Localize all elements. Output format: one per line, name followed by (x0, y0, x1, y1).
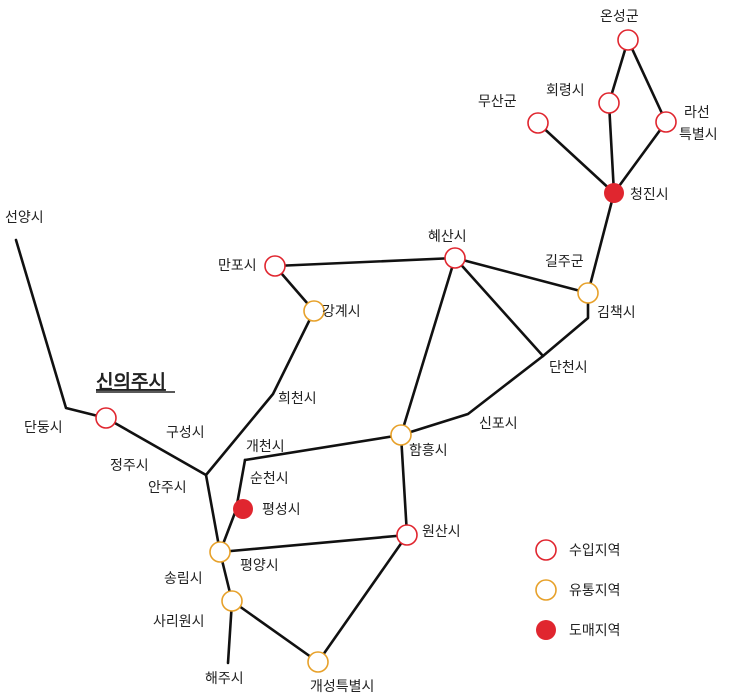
label-kaesong: 개성특별시 (310, 679, 374, 695)
road-onsong-rason (626, 38, 668, 124)
label-sinuiju: 신의주시 (96, 371, 166, 393)
road-pyongyang-wonsan (218, 533, 409, 554)
road-manpo-hyesan (273, 256, 457, 268)
road-wonsan-kaesong (316, 533, 409, 664)
road-chongjin-hoeryong (607, 101, 616, 195)
road-hyesan-dancheon (453, 256, 545, 358)
road-hoeryong-onsong (607, 38, 630, 105)
label-hamhung: 함흥시 (409, 443, 448, 459)
road-hyesan-hamhung (399, 256, 457, 437)
legend-distribution-label: 유통지역 (569, 583, 621, 599)
label-rason-line2: 특별시 (679, 127, 718, 143)
node-wonsan[interactable] (396, 524, 418, 546)
legend-import-swatch (535, 539, 557, 561)
label-chongjin: 청진시 (630, 187, 669, 203)
node-chongjin[interactable] (604, 183, 624, 203)
road-dancheon-hamhung (399, 354, 545, 437)
label-hyesan: 혜산시 (428, 229, 467, 245)
label-pyongseong: 평성시 (262, 502, 301, 518)
label-suncheon: 순천시 (250, 471, 289, 487)
label-musan: 무산군 (478, 94, 517, 110)
label-huicheon: 희천시 (278, 391, 317, 407)
node-sinuiju[interactable] (95, 407, 117, 429)
node-pyongyang[interactable] (209, 541, 231, 563)
label-songrim: 송림시 (164, 571, 203, 587)
road-gimchaek-chongjin (586, 191, 616, 295)
road-chongjin-musan (536, 121, 616, 195)
label-pyongyang: 평양시 (240, 558, 279, 574)
label-dancheon: 단천시 (549, 360, 588, 376)
road-sinuiju-anju (104, 416, 208, 477)
node-rason[interactable] (655, 111, 677, 133)
node-hoeryong[interactable] (598, 92, 620, 114)
label-jeongju: 정주시 (110, 458, 149, 474)
node-hamhung[interactable] (390, 424, 412, 446)
label-rason-line1: 라선 (684, 105, 710, 121)
label-hoeryong: 회령시 (546, 83, 585, 99)
label-haeju: 해주시 (205, 671, 244, 687)
label-wonsan: 원산시 (422, 524, 461, 540)
label-sariwon: 사리원시 (153, 614, 205, 630)
road-shenyang-dandong (14, 238, 108, 420)
node-kaesong[interactable] (307, 651, 329, 673)
label-sinpo: 신포시 (479, 416, 518, 432)
legend-wholesale-swatch (536, 620, 556, 640)
road-hamhung-gaecheon (243, 433, 403, 462)
city-labels: 선양시 신의주시 단둥시 정주시 안주시 구성시 희천시 강계시 만포시 혜산시… (5, 9, 718, 695)
node-pyongseong[interactable] (233, 499, 253, 519)
wholesale-nodes (233, 183, 624, 519)
node-manpo[interactable] (264, 255, 286, 277)
label-dandong: 단둥시 (24, 420, 63, 436)
road-hyesan-gimchaek (453, 256, 590, 295)
label-gaecheon: 개천시 (246, 439, 285, 455)
road-anju-pyongyang (204, 473, 222, 554)
label-guseong: 구성시 (166, 425, 205, 441)
label-gilju: 길주군 (545, 254, 584, 270)
label-ganggye: 강계시 (322, 304, 361, 320)
road-songrim-kaesong (230, 599, 320, 664)
node-hyesan[interactable] (444, 247, 466, 269)
label-manpo: 만포시 (218, 258, 257, 274)
legend: 수입지역 유통지역 도매지역 (535, 539, 621, 640)
node-ganggye[interactable] (303, 300, 325, 322)
legend-import-label: 수입지역 (569, 543, 621, 559)
node-musan[interactable] (527, 112, 549, 134)
road-gimchaek-dancheon (541, 291, 590, 358)
label-shenyang: 선양시 (5, 210, 44, 226)
legend-distribution-swatch (535, 579, 557, 601)
label-anju: 안주시 (148, 480, 187, 496)
import-nodes (95, 29, 677, 546)
node-onsong[interactable] (617, 29, 639, 51)
road-hamhung-wonsan (399, 433, 409, 537)
legend-wholesale-label: 도매지역 (569, 623, 621, 639)
road-network (14, 38, 668, 665)
node-songrim[interactable] (221, 590, 243, 612)
label-onsong: 온성군 (600, 9, 639, 25)
road-anju-ganggye (204, 309, 316, 477)
distribution-nodes (209, 282, 599, 673)
road-rason-chongjin (612, 120, 668, 195)
node-gimchaek[interactable] (577, 282, 599, 304)
label-gimchaek: 김책시 (597, 305, 636, 321)
